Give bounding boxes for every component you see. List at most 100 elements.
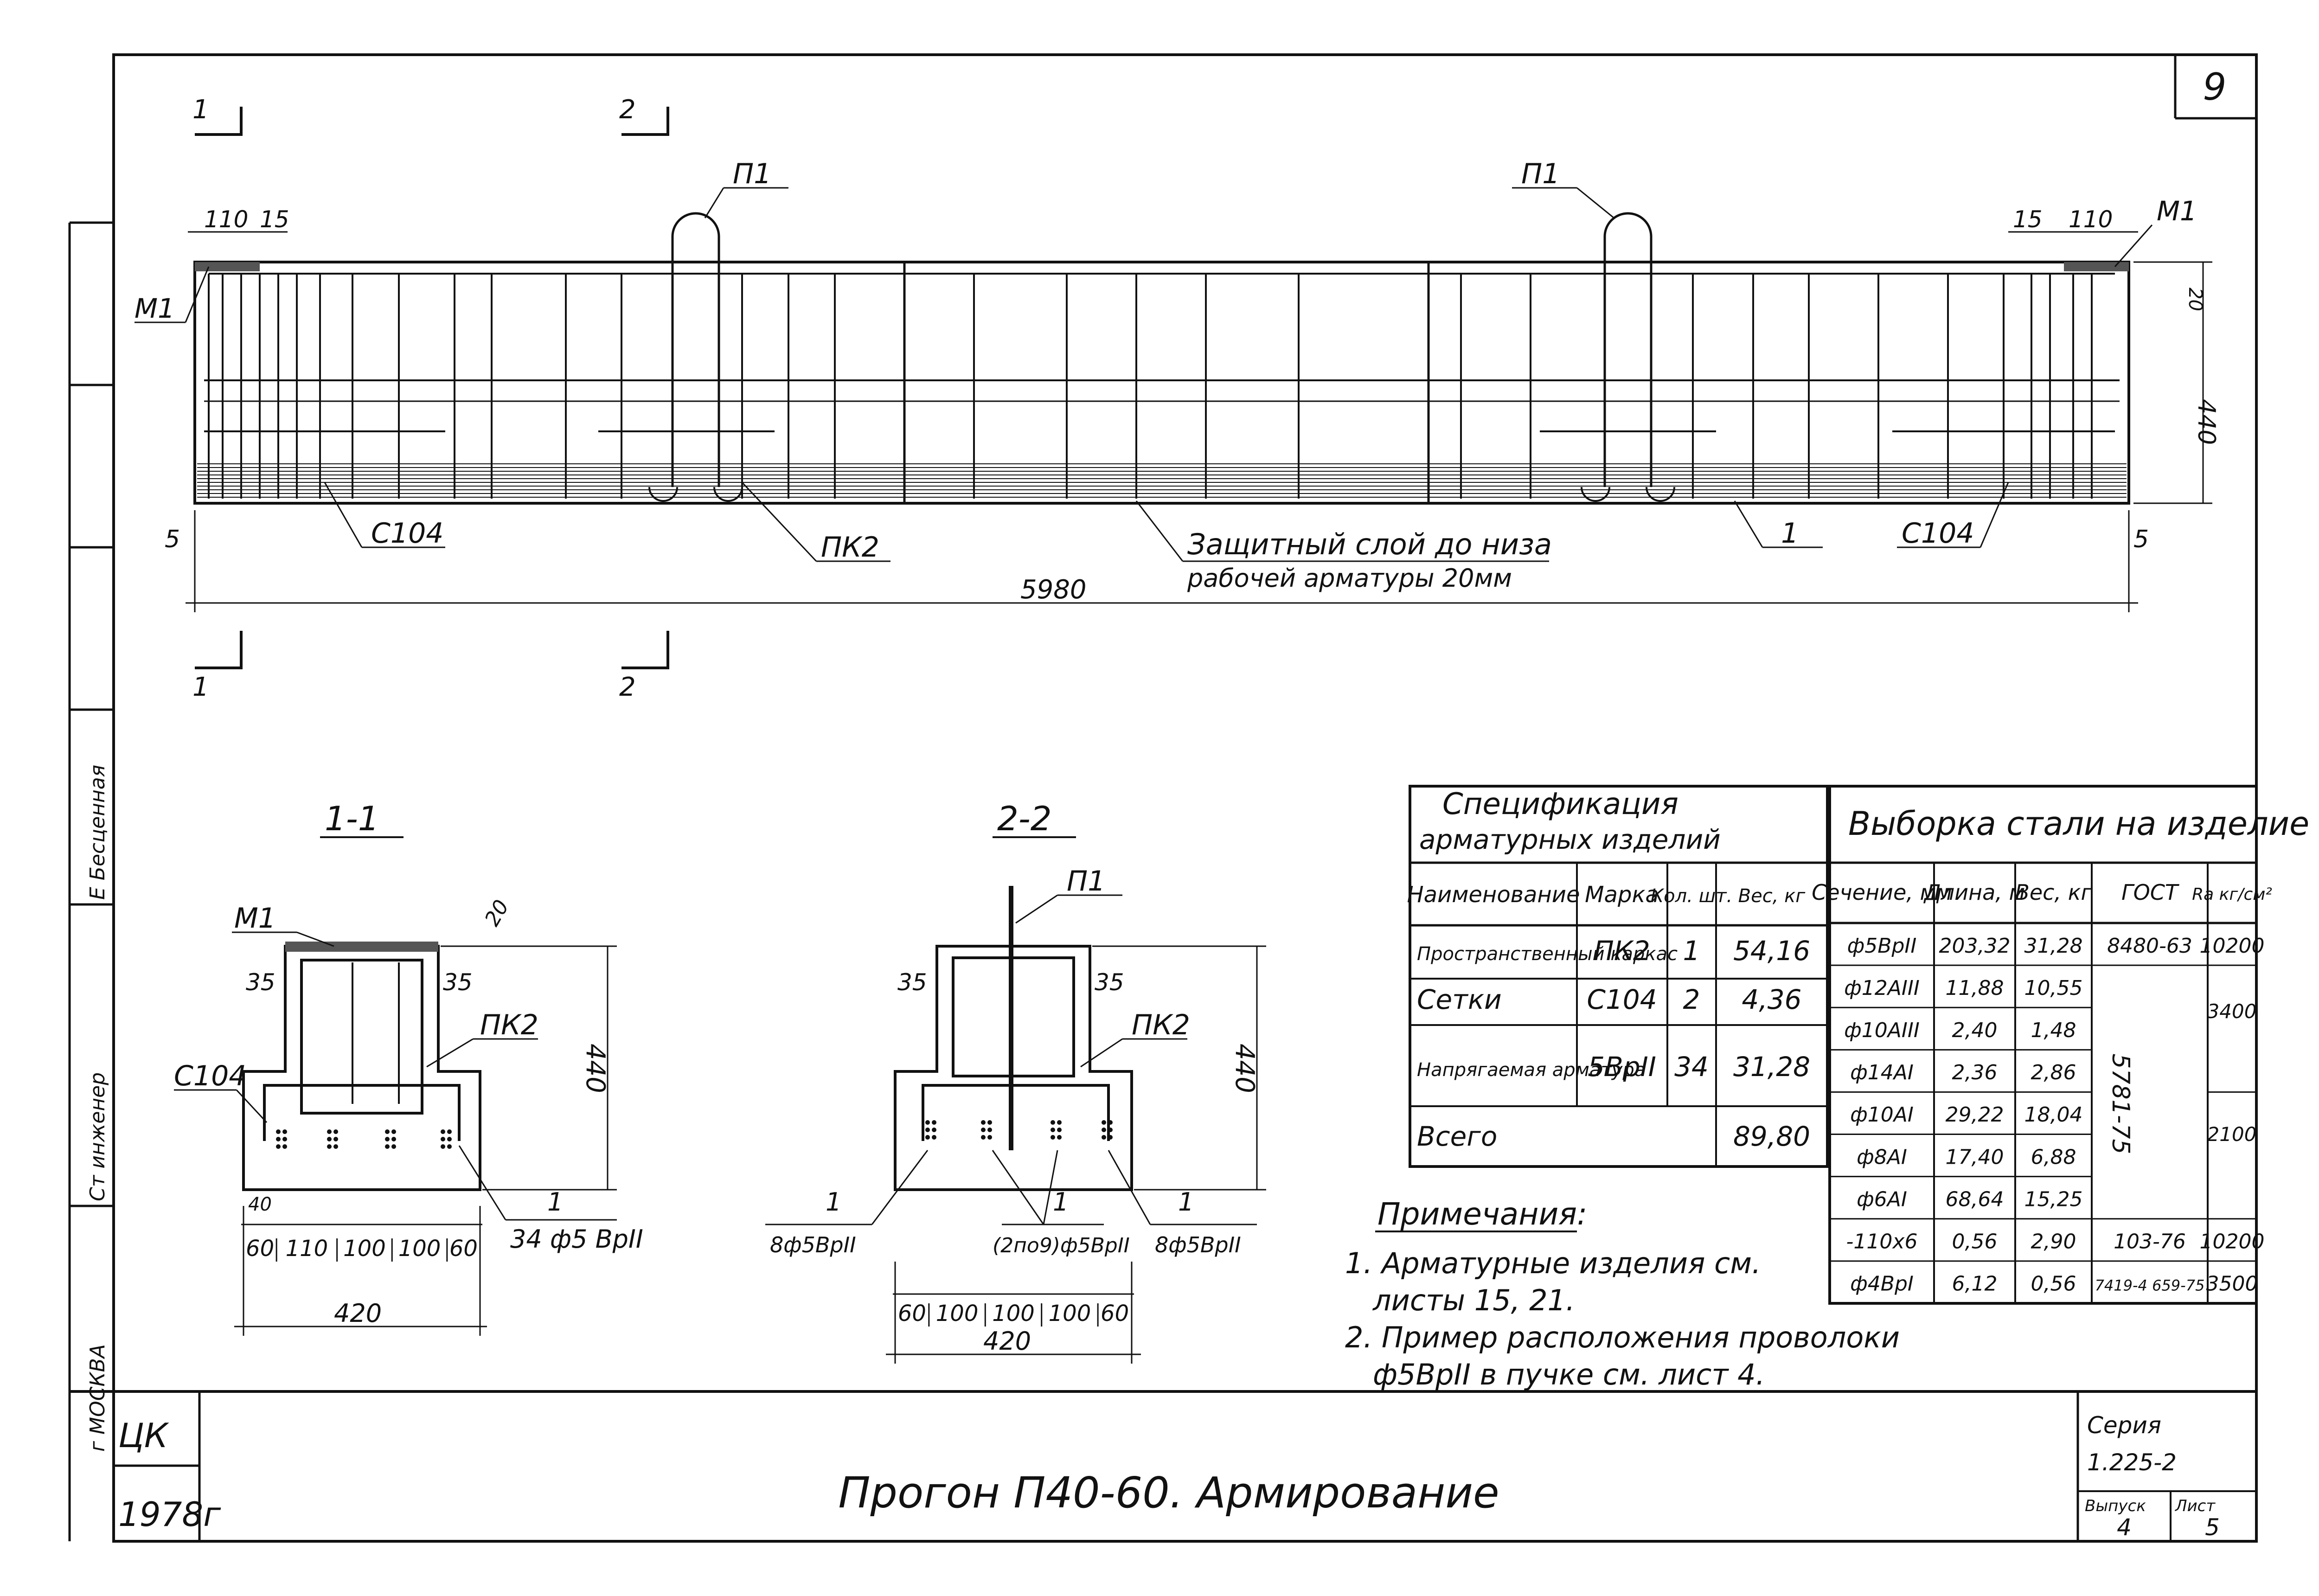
spec-header: Кол. шт.: [1651, 885, 1732, 907]
spec-header: Наименование: [1407, 882, 1580, 908]
drawing-title: Прогон П40-60. Армирование: [838, 1468, 1499, 1518]
cover-note-1: Защитный слой до низа: [1187, 527, 1552, 561]
steel-cell: 15,25: [2024, 1187, 2083, 1211]
s2-dim-width: 420: [983, 1327, 1031, 1356]
bottom-dim: 100: [1049, 1301, 1091, 1327]
steel-cell: 203,32: [1939, 934, 2011, 958]
rebar-wire: [447, 1137, 452, 1141]
s2-rebar-left: 8ф5ВрII: [770, 1232, 856, 1257]
rebar-wire: [1108, 1128, 1113, 1132]
steel-gost-merged: 5781-75: [2107, 1053, 2134, 1154]
steel-cell: ф6АI: [1857, 1187, 1907, 1211]
steel-cell: ф10АI: [1850, 1103, 1914, 1127]
section-2-outline: [894, 945, 1133, 1191]
rebar-wire: [276, 1137, 281, 1141]
cut-2-bottom: 2: [619, 672, 636, 702]
steel-cell: ф14АI: [1850, 1061, 1914, 1084]
rebar-wire: [1057, 1120, 1062, 1125]
bottom-dim: 100: [936, 1301, 979, 1327]
bottom-dim: 60: [898, 1301, 926, 1327]
rebar-wire: [987, 1120, 992, 1125]
rebar-wire: [282, 1144, 287, 1149]
s1-label-pos1: 1: [547, 1187, 563, 1217]
dim-end-left: 110: [204, 206, 248, 233]
spec-cell: 1: [1683, 935, 1700, 967]
s1-label-c104: С104: [174, 1060, 246, 1092]
rebar-wire: [1057, 1128, 1062, 1132]
dim-total: 5980: [1020, 575, 1087, 605]
steel-cell: 31,28: [2024, 934, 2083, 958]
s1-dim-cover: 40: [248, 1194, 272, 1215]
steel-title: Выборка стали на изделие: [1848, 805, 2309, 843]
section-1-title: 1-1: [325, 799, 379, 838]
rebar-wire: [981, 1135, 986, 1140]
dim-edge-left: 5: [165, 526, 180, 553]
spec-cell: 31,28: [1733, 1051, 1810, 1083]
steel-cell: 18,04: [2024, 1103, 2083, 1127]
s2-label-pos1-right: 1: [1178, 1187, 1194, 1217]
steel-cell: 2,36: [1952, 1061, 1998, 1084]
bottom-dim: 100: [398, 1236, 441, 1262]
bottom-dim: 100: [343, 1236, 386, 1262]
rebar-wire: [327, 1137, 332, 1141]
s2-label-pos1-center: 1: [1053, 1187, 1069, 1217]
issue-value: 4: [2117, 1514, 2132, 1541]
rebar-wire: [441, 1144, 445, 1149]
spec-cell: 5ВрII: [1588, 1051, 1656, 1083]
label-p1-left: П1: [733, 158, 771, 190]
section-2-2: 2-2 П1 ПК2 1 8ф5ВрII 1 (2по9)ф5ВрII 1 8ф…: [765, 799, 1266, 1364]
steel-cell: ф5ВрII: [1847, 934, 1917, 958]
s1-dim-width: 420: [334, 1299, 382, 1328]
section-1-outline: [242, 945, 481, 1191]
label-pos1: 1: [1781, 517, 1799, 550]
steel-header: Ra кг/см²: [2192, 885, 2272, 904]
label-m1-right: М1: [2157, 195, 2197, 227]
spec-cell: 2: [1683, 984, 1700, 1015]
rebar-wire: [441, 1129, 445, 1134]
s2-rebar-right: 8ф5ВрII: [1155, 1232, 1241, 1257]
frame: [112, 53, 2258, 1543]
steel-cell: ф8АI: [1857, 1145, 1907, 1169]
dim-end-right: 110: [2069, 206, 2113, 233]
s1-label-m1: М1: [234, 902, 276, 935]
rebar-wire: [447, 1129, 452, 1134]
steel-cell: 6,12: [1952, 1272, 1998, 1296]
steel-cell: ф10АIII: [1844, 1019, 1920, 1042]
lifting-loop-left: [671, 212, 720, 487]
label-c104-right: С104: [1902, 517, 1974, 550]
rebar-wire: [1108, 1135, 1113, 1140]
steel-ra-merged-1: 3400: [2207, 1000, 2257, 1023]
spec-cell: Сетки: [1417, 984, 1502, 1015]
steel-cell: 8480-63: [2107, 934, 2192, 958]
spec-title-2: арматурных изделий: [1419, 824, 1721, 855]
rebar-wire: [385, 1144, 390, 1149]
steel-header: Длина, м: [1923, 880, 2025, 905]
rebar-wire: [282, 1129, 287, 1134]
stamp-org: ЦК: [118, 1416, 169, 1455]
s1-dim-side-left: 35: [246, 969, 275, 996]
label-m1-left: М1: [135, 293, 175, 324]
s1-rebar: 34 ф5 ВрII: [510, 1224, 643, 1254]
series-label: Серия: [2087, 1412, 2161, 1439]
rebar-wire: [932, 1128, 936, 1132]
cut-2-top: 2: [619, 95, 636, 125]
steel-cell: 103-76: [2114, 1230, 2186, 1254]
spec-cell: 89,80: [1733, 1121, 1810, 1152]
spec-header: Вес, кг: [1738, 885, 1806, 907]
section-2-title: 2-2: [997, 799, 1052, 838]
issue-label: Выпуск: [2085, 1497, 2146, 1515]
end-plate-right: [2064, 262, 2129, 271]
bottom-dim: 60: [1101, 1301, 1129, 1327]
label-pk2: ПК2: [821, 531, 879, 564]
s1-dim-side-right: 35: [443, 969, 473, 996]
s2-dim-side-right: 35: [1095, 969, 1124, 996]
cut-1-top: 1: [192, 95, 209, 125]
rebar-wire: [1102, 1128, 1106, 1132]
s2-dim-side-left: 35: [897, 969, 927, 996]
steel-header: Сечение, мм: [1812, 880, 1952, 905]
rebar-wire: [981, 1128, 986, 1132]
section-1-1: 1-1 М1 ПК2 С104 1 34 ф5 ВрII 440 20 35 3…: [174, 799, 643, 1336]
rebar-wire: [1057, 1135, 1062, 1140]
rebar-wire: [282, 1137, 287, 1141]
